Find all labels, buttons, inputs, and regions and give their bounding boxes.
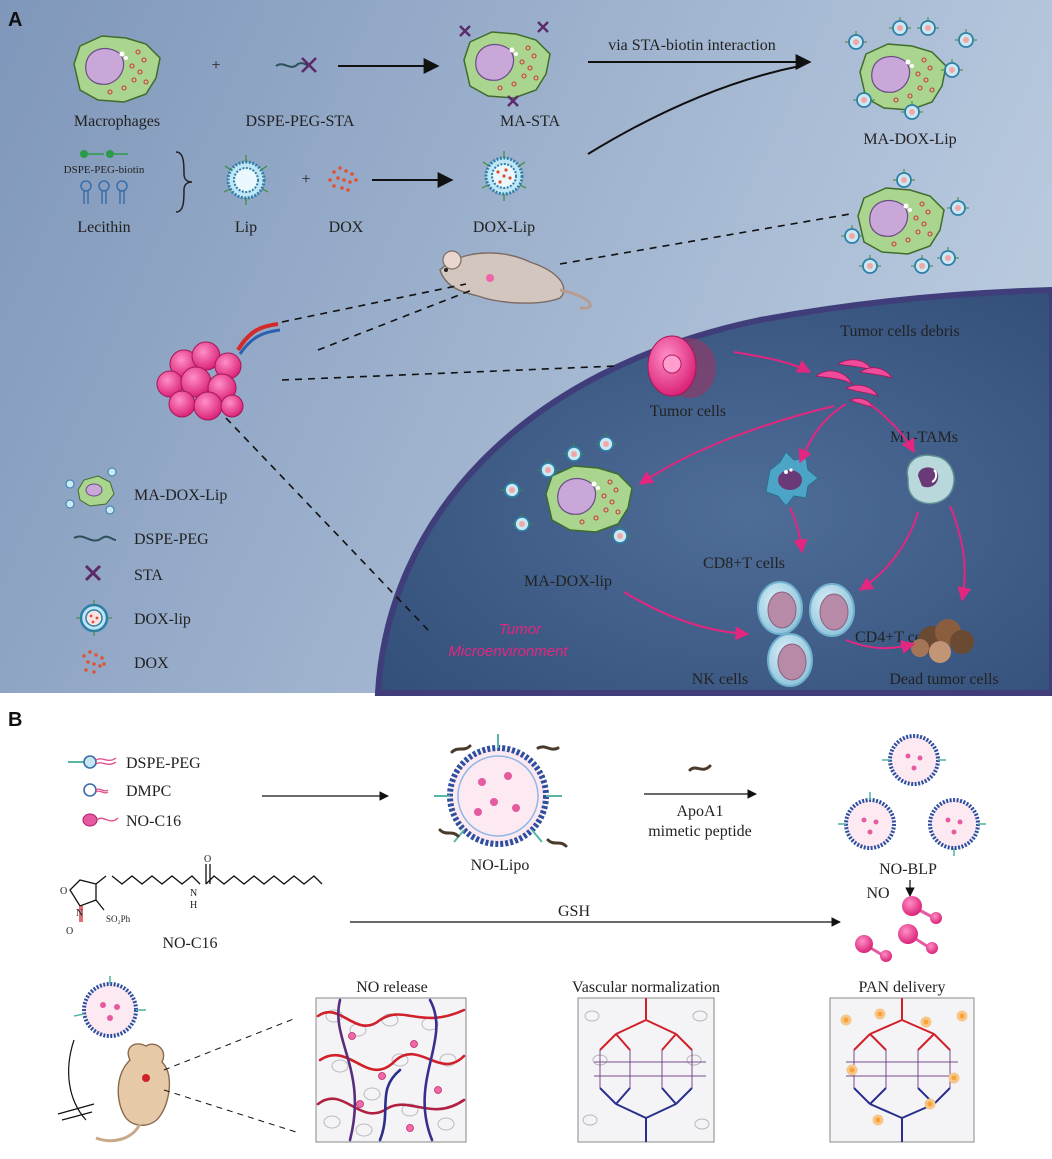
label-dspe-peg-biotin: DSPE-PEG-biotin xyxy=(64,164,145,176)
zoom-dashes-b xyxy=(163,1017,297,1133)
no-molecules-icon xyxy=(855,896,942,962)
plus-sign-2: + xyxy=(301,171,310,188)
label-ma-sta: MA-STA xyxy=(500,113,561,130)
chem-o-top: O xyxy=(204,854,211,865)
tumor-microenvironment-region xyxy=(374,286,1052,696)
chem-o-ring: O xyxy=(60,886,67,897)
tumor-cluster-icon xyxy=(156,322,281,421)
chem-n-ring: N xyxy=(76,908,83,919)
label-lecithin: Lecithin xyxy=(77,219,130,236)
legend-a-label-1: DSPE-PEG xyxy=(134,531,209,548)
label-dspe-peg-sta: DSPE-PEG-STA xyxy=(246,113,355,130)
no-blp-icon xyxy=(838,734,986,856)
legend-b-label-2: NO-C16 xyxy=(126,813,181,830)
dashed-guides xyxy=(225,213,851,633)
mouse-icon xyxy=(439,250,592,310)
label-ma-dox-lip-top: MA-DOX-Lip xyxy=(863,131,956,148)
label-no-blp: NO-BLP xyxy=(879,861,937,878)
no-release-panel xyxy=(315,997,467,1143)
label-dead-tumor: Dead tumor cells xyxy=(889,671,998,688)
vascular-normalization-panel xyxy=(577,997,715,1143)
mouse-b-icon xyxy=(95,1043,170,1143)
panel-a-letter: A xyxy=(8,9,22,31)
legend-b-label-0: DSPE-PEG xyxy=(126,755,201,772)
small-liposome-icon xyxy=(73,976,146,1038)
label-no: NO xyxy=(866,885,889,902)
label-no-lipo: NO-Lipo xyxy=(471,857,530,874)
legend-b-dspe-peg-icon xyxy=(68,755,117,769)
tme-label-line2: Microenvironment xyxy=(448,643,568,660)
legend-b-label-1: DMPC xyxy=(126,783,171,800)
label-macrophages: Macrophages xyxy=(74,113,160,130)
label-dox: DOX xyxy=(329,219,364,236)
dspe-peg-biotin-icon xyxy=(80,150,128,158)
dendritic-cell-icon xyxy=(765,451,819,507)
panel-title-pan: PAN delivery xyxy=(859,979,946,996)
label-lip: Lip xyxy=(235,219,257,236)
legend-b-dmpc-icon xyxy=(83,783,109,797)
legend-a: MA-DOX-Lip DSPE-PEG STA DOX-lip DOX xyxy=(65,467,227,674)
no-c16-structure xyxy=(69,864,323,922)
chem-so3ph: SO₂Ph xyxy=(106,914,131,924)
brace xyxy=(175,151,193,213)
ma-sta-icon xyxy=(459,21,551,107)
label-nk: NK cells xyxy=(692,671,748,688)
chem-o-minus: O xyxy=(66,926,73,937)
label-tumor-cells-debris: Tumor cells debris xyxy=(840,323,959,340)
panel-b-letter: B xyxy=(8,709,22,731)
legend-a-label-4: DOX xyxy=(134,655,169,672)
chem-h-amide: H xyxy=(190,900,197,911)
apoa1-peptide-icon xyxy=(688,764,712,772)
pink-arrows xyxy=(623,351,972,654)
syringe-icon xyxy=(57,1039,95,1121)
label-tumor-cells: Tumor cells xyxy=(650,403,726,420)
macrophage-icon xyxy=(73,35,161,103)
panel-title-no-release: NO release xyxy=(356,979,428,996)
dox-lip-icon xyxy=(480,149,528,203)
label-via-sta-biotin: via STA-biotin interaction xyxy=(608,37,776,54)
label-no-c16-name: NO-C16 xyxy=(162,935,217,952)
label-dox-lip: DOX-Lip xyxy=(473,219,535,236)
tumor-cell-icon xyxy=(647,335,716,398)
label-apoa1-line1: ApoA1 xyxy=(676,803,723,820)
legend-a-macrophage-icon xyxy=(65,467,117,515)
pan-delivery-panel xyxy=(829,997,975,1143)
dox-dots-icon xyxy=(328,166,358,192)
plus-sign-1: + xyxy=(211,57,220,74)
legend-a-label-3: DOX-lip xyxy=(134,611,191,628)
dead-tumor-icon xyxy=(911,619,974,663)
label-ma-dox-lip-lower: MA-DOX-lip xyxy=(524,573,612,590)
legend-a-cross-icon xyxy=(84,564,102,582)
legend-a-liposome-icon xyxy=(76,600,112,636)
lecithin-icon xyxy=(80,180,128,204)
panel-title-vascular: Vascular normalization xyxy=(572,979,720,996)
legend-a-dots-icon xyxy=(82,650,106,674)
no-lipo-icon xyxy=(434,734,568,848)
label-gsh: GSH xyxy=(558,903,590,920)
label-cd8: CD8+T cells xyxy=(703,555,785,572)
curved-arrow-dox-lip xyxy=(587,65,801,155)
legend-a-label-2: STA xyxy=(134,567,163,584)
dspe-peg-sta-icon xyxy=(275,57,317,73)
legend-a-label-0: MA-DOX-Lip xyxy=(134,487,227,504)
m1-tam-icon xyxy=(906,454,955,505)
chem-n-amide: N xyxy=(190,888,197,899)
label-apoa1-line2: mimetic peptide xyxy=(648,823,752,840)
legend-b-no-c16-icon xyxy=(82,813,119,827)
tumor-debris-icon xyxy=(814,359,893,409)
legend-a-peg-icon xyxy=(73,535,117,542)
tme-label-line1: Tumor xyxy=(499,621,542,638)
